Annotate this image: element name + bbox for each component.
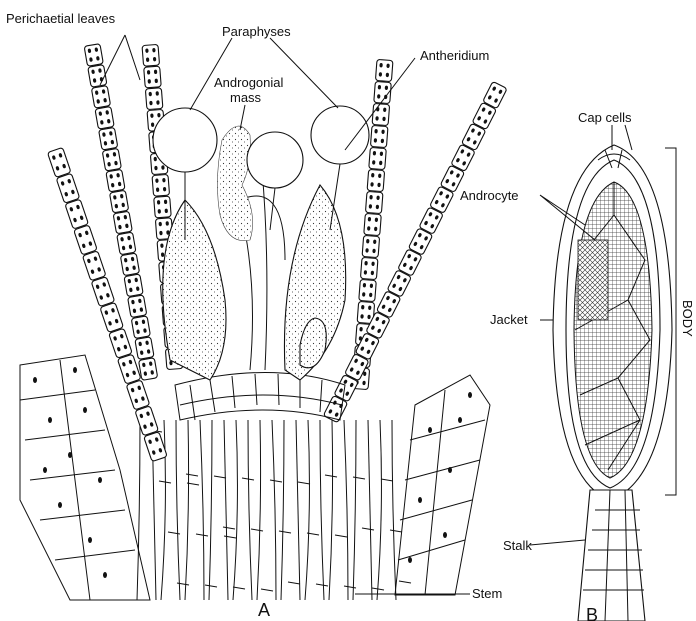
label-jacket: Jacket [490, 312, 528, 327]
label-perichaetial-leaves: Perichaetial leaves [6, 11, 116, 26]
perichaetial-leaf-filaments [33, 44, 507, 578]
stem-tissue [137, 420, 411, 600]
receptacle-cells [175, 373, 345, 421]
panel-a-label: A [258, 600, 270, 620]
panel-a-drawing [20, 35, 507, 600]
leaf-filament [47, 147, 167, 461]
androgonial-mass-blob [217, 126, 252, 241]
panel-b-antheridium [530, 125, 676, 621]
label-androcyte: Androcyte [460, 188, 519, 203]
panel-b-label: B [586, 605, 598, 621]
label-body: BODY [680, 300, 695, 337]
label-antheridium: Antheridium [420, 48, 489, 63]
label-androgonial-mass-2: mass [230, 90, 262, 105]
antheridia-group [163, 170, 346, 380]
label-stalk: Stalk [503, 538, 532, 553]
label-stem: Stem [472, 586, 502, 601]
label-cap-cells: Cap cells [578, 110, 632, 125]
label-paraphyses: Paraphyses [222, 24, 291, 39]
label-androgonial-mass-1: Androgonial [214, 75, 283, 90]
